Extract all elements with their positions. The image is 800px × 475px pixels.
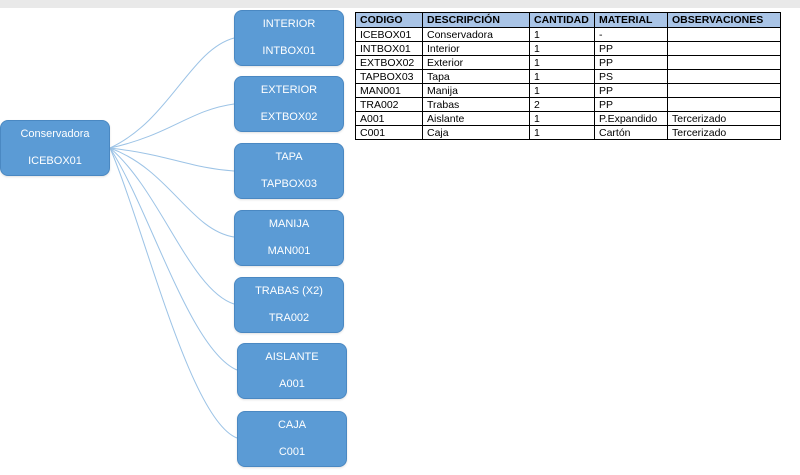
cell-observaciones — [667, 55, 781, 70]
node-label: TRABAS (X2) — [255, 285, 323, 297]
header-codigo: CODIGO — [355, 12, 423, 28]
cell-cantidad: 1 — [529, 69, 595, 84]
cell-cantidad: 1 — [529, 55, 595, 70]
table-row: TRA002 Trabas 2 PP — [355, 97, 781, 112]
node-code: TRA002 — [268, 312, 310, 324]
header-material: MATERIAL — [594, 12, 668, 28]
header-cantidad: CANTIDAD — [529, 12, 595, 28]
connector-manija — [109, 147, 235, 238]
node-label: CAJA — [277, 419, 307, 431]
node-manija[interactable]: MANIJA MAN001 — [234, 210, 344, 266]
node-interior[interactable]: INTERIOR INTBOX01 — [234, 10, 344, 66]
node-caja[interactable]: CAJA C001 — [237, 411, 347, 467]
cell-codigo: MAN001 — [355, 83, 423, 98]
root-node[interactable]: Conservadora ICEBOX01 — [0, 120, 110, 176]
node-label: TAPA — [275, 151, 303, 163]
cell-material: P.Expandido — [594, 111, 668, 126]
cell-cantidad: 1 — [529, 41, 595, 56]
cell-descripcion: Interior — [422, 41, 530, 56]
table-row: ICEBOX01 Conservadora 1 - — [355, 27, 781, 42]
node-code: MAN001 — [267, 245, 311, 257]
table-row: C001 Caja 1 Cartón Tercerizado — [355, 125, 781, 140]
table-row: EXTBOX02 Exterior 1 PP — [355, 55, 781, 70]
node-label: MANIJA — [268, 218, 310, 230]
cell-descripcion: Conservadora — [422, 27, 530, 42]
cell-observaciones: Tercerizado — [667, 125, 781, 140]
node-code: INTBOX01 — [262, 45, 316, 57]
cell-observaciones — [667, 41, 781, 56]
node-tapa[interactable]: TAPA TAPBOX03 — [234, 143, 344, 199]
cell-cantidad: 1 — [529, 83, 595, 98]
cell-material: PP — [594, 97, 668, 112]
node-code: EXTBOX02 — [260, 111, 318, 123]
table-row: MAN001 Manija 1 PP — [355, 83, 781, 98]
cell-codigo: ICEBOX01 — [355, 27, 423, 42]
table-row: INTBOX01 Interior 1 PP — [355, 41, 781, 56]
connector-trabas — [109, 147, 235, 305]
node-label: EXTERIOR — [260, 84, 318, 96]
cell-descripcion: Tapa — [422, 69, 530, 84]
root-code: ICEBOX01 — [28, 155, 82, 167]
connector-aislante — [109, 147, 238, 371]
cell-observaciones — [667, 27, 781, 42]
cell-descripcion: Caja — [422, 125, 530, 140]
cell-observaciones: Tercerizado — [667, 111, 781, 126]
table-row: A001 Aislante 1 P.Expandido Tercerizado — [355, 111, 781, 126]
cell-cantidad: 1 — [529, 111, 595, 126]
cell-codigo: EXTBOX02 — [355, 55, 423, 70]
cell-cantidad: 1 — [529, 125, 595, 140]
cell-cantidad: 1 — [529, 27, 595, 42]
top-bar — [0, 0, 800, 8]
cell-codigo: TAPBOX03 — [355, 69, 423, 84]
cell-material: PP — [594, 41, 668, 56]
bom-table: CODIGO DESCRIPCIÓN CANTIDAD MATERIAL OBS… — [355, 12, 781, 140]
cell-cantidad: 2 — [529, 97, 595, 112]
header-observaciones: OBSERVACIONES — [667, 12, 781, 28]
node-exterior[interactable]: EXTERIOR EXTBOX02 — [234, 76, 344, 132]
table-row: TAPBOX03 Tapa 1 PS — [355, 69, 781, 84]
cell-material: PP — [594, 83, 668, 98]
cell-observaciones — [667, 83, 781, 98]
connector-tapa — [109, 147, 235, 172]
header-descripcion: DESCRIPCIÓN — [422, 12, 530, 28]
cell-material: - — [594, 27, 668, 42]
node-code: A001 — [279, 378, 305, 390]
node-label: INTERIOR — [262, 18, 316, 30]
connector-interior — [109, 37, 235, 149]
cell-observaciones — [667, 69, 781, 84]
cell-descripcion: Exterior — [422, 55, 530, 70]
root-label: Conservadora — [20, 128, 90, 140]
node-aislante[interactable]: AISLANTE A001 — [237, 343, 347, 399]
cell-material: Cartón — [594, 125, 668, 140]
node-code: TAPBOX03 — [260, 178, 318, 190]
node-code: C001 — [278, 446, 306, 458]
cell-codigo: INTBOX01 — [355, 41, 423, 56]
cell-codigo: C001 — [355, 125, 423, 140]
cell-codigo: A001 — [355, 111, 423, 126]
cell-descripcion: Trabas — [422, 97, 530, 112]
table-header-row: CODIGO DESCRIPCIÓN CANTIDAD MATERIAL OBS… — [355, 12, 781, 28]
connector-caja — [109, 147, 238, 439]
connector-exterior — [109, 103, 235, 149]
node-label: AISLANTE — [265, 351, 319, 363]
cell-observaciones — [667, 97, 781, 112]
cell-descripcion: Aislante — [422, 111, 530, 126]
cell-descripcion: Manija — [422, 83, 530, 98]
cell-material: PS — [594, 69, 668, 84]
node-trabas[interactable]: TRABAS (X2) TRA002 — [234, 277, 344, 333]
cell-codigo: TRA002 — [355, 97, 423, 112]
cell-material: PP — [594, 55, 668, 70]
